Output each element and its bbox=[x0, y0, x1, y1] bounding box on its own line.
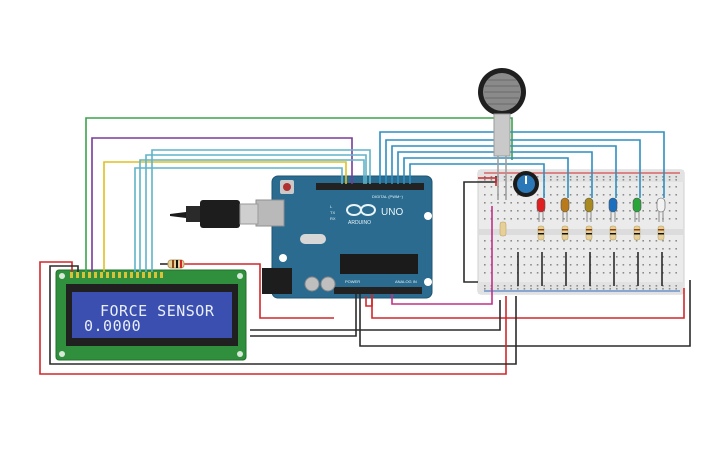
lcd-backlight-resistor[interactable] bbox=[167, 259, 185, 269]
reset-button-cap[interactable] bbox=[283, 183, 291, 191]
arduino-uno-board[interactable]: ARDUINO UNO DIGITAL (PWM~) POWER ANALOG … bbox=[255, 175, 433, 299]
wire-purple[interactable] bbox=[91, 137, 353, 272]
lcd-16x2-display[interactable] bbox=[55, 269, 247, 361]
pin-rx-label: RX bbox=[330, 216, 336, 221]
wire-green[interactable] bbox=[85, 117, 513, 272]
usb-port bbox=[255, 199, 285, 227]
digital-header-label: DIGITAL (PWM~) bbox=[372, 194, 404, 199]
wire-black-rail[interactable] bbox=[359, 280, 691, 347]
led-yellow-icon[interactable] bbox=[584, 197, 594, 222]
wire-blue-6[interactable] bbox=[409, 163, 545, 198]
arduino-logo-icon bbox=[346, 204, 376, 216]
led-red-icon[interactable] bbox=[536, 197, 546, 222]
wire-red-resistor[interactable] bbox=[176, 263, 334, 319]
led-white-icon[interactable] bbox=[656, 197, 666, 222]
wire-teal-2[interactable] bbox=[139, 159, 365, 272]
wire-blue-5[interactable] bbox=[403, 157, 569, 198]
wire-blue-2[interactable] bbox=[385, 139, 641, 198]
atmega-chip bbox=[340, 254, 418, 274]
led-resistor-row bbox=[499, 221, 665, 241]
lcd-pin-header bbox=[70, 272, 163, 278]
wire-black-lcd[interactable] bbox=[250, 300, 501, 331]
breadboard-ground-jumpers[interactable] bbox=[517, 252, 663, 286]
arduino-logo-text: ARDUINO bbox=[348, 220, 371, 226]
arduino-model-label: UNO bbox=[381, 207, 403, 218]
wire-yellow[interactable] bbox=[103, 161, 347, 272]
lcd-line-2: 0.0000 bbox=[84, 317, 142, 335]
wire-blue-1[interactable] bbox=[379, 131, 665, 198]
led-orange-icon[interactable] bbox=[560, 197, 570, 222]
lcd-line-1: FORCE SENSOR bbox=[100, 302, 215, 320]
pin-tx-label: TX bbox=[330, 210, 335, 215]
breadboard[interactable] bbox=[477, 169, 685, 295]
potentiometer[interactable] bbox=[513, 171, 539, 197]
pin-l-label: L bbox=[330, 204, 333, 209]
power-jack bbox=[262, 268, 292, 294]
wire-teal-3[interactable] bbox=[145, 154, 367, 272]
power-header-label: POWER bbox=[345, 279, 360, 284]
led-green-icon[interactable] bbox=[632, 197, 642, 222]
led-blue-icon[interactable] bbox=[608, 197, 618, 222]
wire-red-pot[interactable] bbox=[478, 177, 497, 186]
force-sensor[interactable] bbox=[478, 68, 526, 200]
wire-red-rail[interactable] bbox=[371, 288, 685, 319]
wire-red-lcd[interactable] bbox=[39, 261, 507, 375]
wire-black-lcd-3[interactable] bbox=[49, 265, 517, 365]
led-row[interactable] bbox=[536, 197, 666, 222]
wire-teal-1[interactable] bbox=[134, 167, 343, 272]
wire-black-lcd-2[interactable] bbox=[250, 294, 357, 337]
wire-teal-4[interactable] bbox=[151, 149, 371, 272]
analog-header-label: ANALOG IN bbox=[395, 279, 417, 284]
usb-cable[interactable] bbox=[170, 200, 259, 228]
wire-magenta[interactable] bbox=[391, 206, 493, 305]
